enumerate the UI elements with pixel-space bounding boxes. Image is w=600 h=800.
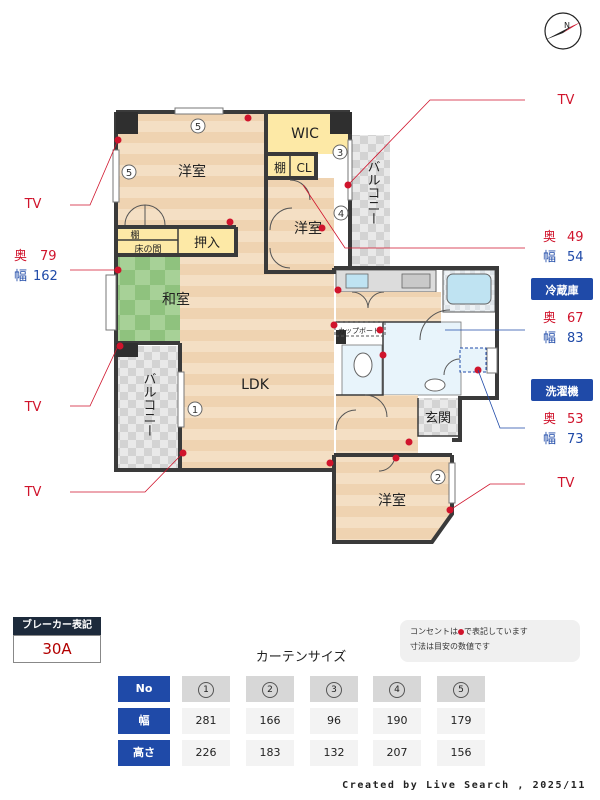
curtain-no-2: 2 bbox=[262, 682, 278, 698]
fridge-oku-label: 奥 bbox=[543, 311, 556, 326]
label-wic: WIC bbox=[291, 126, 319, 142]
room-yoshitsu-bottom bbox=[336, 455, 452, 540]
breaker-label: ブレーカー表記 bbox=[13, 617, 101, 635]
label-yoshitsu-bottom: 洋室 bbox=[378, 492, 406, 509]
label-balcony-right: バルコニー bbox=[365, 160, 381, 225]
tv-label-3: TV bbox=[24, 400, 42, 415]
fridge-haba-value: 83 bbox=[567, 331, 584, 346]
tv-label-5: TV bbox=[557, 476, 575, 491]
balcony-left bbox=[116, 346, 180, 468]
wic-haba-value: 54 bbox=[567, 250, 584, 265]
wic-oku-label: 奥 bbox=[543, 230, 556, 245]
notice-box: コンセントはで表記しています 寸法は目安の数値です bbox=[400, 620, 580, 662]
tokonoma-haba-label: 幅 bbox=[14, 269, 27, 284]
label-ldk: LDK bbox=[241, 377, 270, 393]
outlet-dot-icon bbox=[458, 628, 464, 635]
label-cupboard: カップボード bbox=[338, 327, 380, 335]
curtain-width-2: 166 bbox=[246, 708, 294, 734]
notice-line-1-after: で表記しています bbox=[464, 627, 528, 636]
room-yoshitsu-top bbox=[118, 112, 266, 227]
fridge-title: 冷蔵庫 bbox=[546, 283, 579, 297]
tokonoma-oku-value: 79 bbox=[40, 249, 57, 264]
curtain-width-1: 281 bbox=[182, 708, 230, 734]
curtain-col-head: 1 bbox=[182, 676, 230, 702]
curtain-height-1: 226 bbox=[182, 740, 230, 766]
washer-oku-value: 53 bbox=[567, 412, 584, 427]
wic-oku-value: 49 bbox=[567, 230, 584, 245]
walls bbox=[114, 110, 499, 544]
curtain-row-width-label: 幅 bbox=[118, 708, 170, 734]
label-yoshitsu-mid: 洋室 bbox=[294, 220, 322, 237]
curtain-width-3: 96 bbox=[310, 708, 358, 734]
wic-haba-label: 幅 bbox=[543, 250, 556, 265]
window-number-5: 5 bbox=[195, 122, 201, 133]
window-number-2: 2 bbox=[435, 473, 441, 484]
breaker-value: 30A bbox=[13, 635, 101, 663]
curtain-height-3: 132 bbox=[310, 740, 358, 766]
washer-oku-label: 奥 bbox=[543, 412, 556, 427]
curtain-width-4: 190 bbox=[373, 708, 421, 734]
notice-line-1-before: コンセントは bbox=[410, 627, 458, 636]
curtain-width-5: 179 bbox=[437, 708, 485, 734]
curtain-col-head: 2 bbox=[246, 676, 294, 702]
curtain-row-height-label: 高さ bbox=[118, 740, 170, 766]
window-number-5b: 5 bbox=[126, 168, 132, 179]
label-oshiire: 押入 bbox=[194, 236, 220, 251]
compass-icon: N bbox=[544, 12, 582, 50]
curtain-no-4: 4 bbox=[389, 682, 405, 698]
washer-haba-value: 73 bbox=[567, 432, 584, 447]
tv-label-1: TV bbox=[24, 197, 42, 212]
curtain-title: カーテンサイズ bbox=[255, 650, 347, 665]
label-genkan: 玄関 bbox=[425, 411, 451, 426]
label-tana: 棚 bbox=[130, 229, 139, 241]
fridge-oku-value: 67 bbox=[567, 311, 584, 326]
curtain-height-5: 156 bbox=[437, 740, 485, 766]
label-tokonoma: 床の間 bbox=[134, 243, 161, 255]
fridge-haba-label: 幅 bbox=[543, 331, 556, 346]
notice-line-2: 寸法は目安の数値です bbox=[410, 642, 490, 651]
credit-text: Created by Live Search , 2025/11 bbox=[342, 780, 586, 791]
tv-label-2: TV bbox=[557, 93, 575, 108]
curtain-no-1: 1 bbox=[198, 682, 214, 698]
curtain-height-2: 183 bbox=[246, 740, 294, 766]
balcony-right bbox=[350, 135, 390, 268]
window-number-3: 3 bbox=[337, 148, 343, 159]
washer-title: 洗濯機 bbox=[546, 384, 579, 398]
tokonoma-haba-value: 162 bbox=[33, 269, 58, 284]
label-yoshitsu-top: 洋室 bbox=[178, 163, 206, 180]
window-number-4: 4 bbox=[338, 209, 344, 220]
tv-label-4: TV bbox=[24, 485, 42, 500]
label-balcony-left: バルコニー bbox=[141, 372, 157, 437]
curtain-col-head: 5 bbox=[437, 676, 485, 702]
tokonoma-oku-label: 奥 bbox=[14, 249, 27, 264]
window-number-1: 1 bbox=[192, 405, 198, 416]
curtain-height-4: 207 bbox=[373, 740, 421, 766]
curtain-no-3: 3 bbox=[326, 682, 342, 698]
curtain-col-head: 3 bbox=[310, 676, 358, 702]
svg-text:N: N bbox=[564, 21, 570, 30]
floor-plan: N bbox=[14, 12, 593, 544]
notice-line-1: コンセントはで表記しています bbox=[410, 624, 570, 639]
washer-haba-label: 幅 bbox=[543, 432, 556, 447]
label-tana-small: 棚 bbox=[274, 160, 286, 175]
curtain-header-no: No bbox=[118, 676, 170, 702]
curtain-no-5: 5 bbox=[453, 682, 469, 698]
curtain-col-head: 4 bbox=[373, 676, 421, 702]
label-washitsu: 和室 bbox=[162, 291, 190, 308]
label-cl: CL bbox=[296, 161, 311, 175]
room-ldk bbox=[180, 227, 334, 468]
